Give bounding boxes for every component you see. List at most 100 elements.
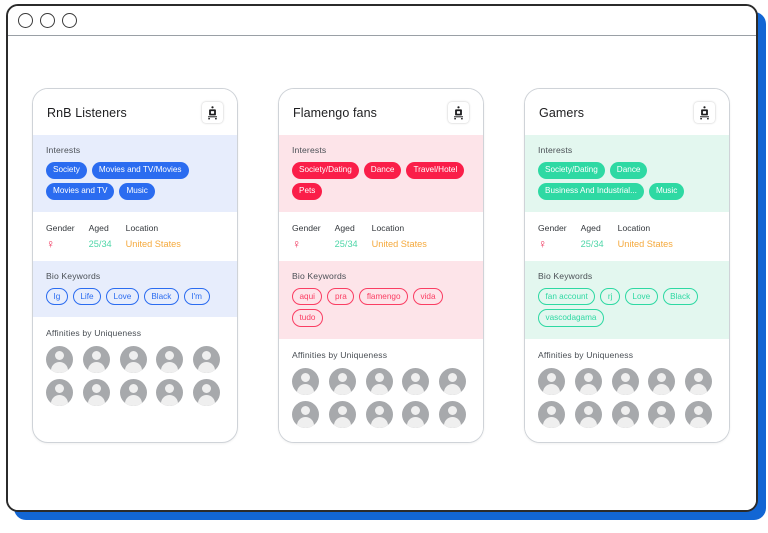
aged-value: 25/34 [580, 238, 604, 249]
bio-keyword-chip[interactable]: Black [143, 287, 179, 306]
bio-keyword-chip[interactable]: Love [106, 287, 139, 306]
maximize-button-icon[interactable] [62, 13, 77, 28]
aged-value: 25/34 [88, 238, 112, 249]
card-header: Flamengo fans [279, 89, 483, 135]
location-label: Location [125, 222, 159, 233]
gender-column: Gender♀ [292, 223, 321, 250]
bio-keyword-chip[interactable]: Black [662, 287, 698, 306]
affinities-label: Affinities by Uniqueness [46, 328, 142, 339]
interests-label: Interests [46, 145, 81, 155]
avatar[interactable] [156, 379, 184, 407]
interest-chip[interactable]: Pets [292, 182, 323, 200]
card-header: RnB Listeners [33, 89, 237, 135]
close-button-icon[interactable] [18, 13, 33, 28]
avatar[interactable] [538, 367, 565, 395]
avatar[interactable] [439, 367, 467, 395]
card-title: Flamengo fans [293, 105, 377, 120]
avatar[interactable] [193, 379, 221, 407]
avatar[interactable] [574, 400, 602, 428]
avatar[interactable] [193, 346, 221, 374]
interest-chip[interactable]: Travel/Hotel [406, 162, 465, 179]
avatar[interactable] [46, 346, 73, 374]
avatar[interactable] [648, 400, 676, 428]
bio-keyword-chip[interactable]: vida [413, 287, 444, 306]
gender-value: ♀ [46, 236, 55, 251]
interest-chip[interactable]: Dance [609, 162, 648, 179]
bio-keywords-label: Bio Keywords [538, 270, 593, 281]
interest-chip[interactable]: Society/Dating [292, 162, 359, 179]
bio-keyword-chip[interactable]: vascodagama [538, 309, 604, 327]
avatar[interactable] [538, 400, 565, 428]
avatar[interactable] [328, 367, 356, 395]
affinities-label: Affinities by Uniqueness [292, 349, 388, 360]
avatar[interactable] [119, 346, 147, 374]
avatar[interactable] [119, 379, 147, 407]
affinities-section: Affinities by Uniqueness [525, 338, 729, 442]
bio-keyword-chip[interactable]: Ig [46, 287, 68, 306]
avatar[interactable] [611, 400, 639, 428]
affinities-label: Affinities by Uniqueness [538, 349, 634, 360]
bio-keyword-chip[interactable]: Love [624, 287, 658, 306]
avatar[interactable] [402, 367, 430, 395]
interest-chip[interactable]: Movies and TV [46, 182, 115, 200]
affinities-section: Affinities by Uniqueness [33, 317, 237, 421]
bio-keyword-chip[interactable]: aqui [292, 287, 323, 306]
bio-keyword-chip[interactable]: I'm [183, 287, 210, 306]
avatar[interactable] [292, 367, 319, 395]
bio-keyword-chip[interactable]: rj [600, 287, 620, 306]
avatar[interactable] [611, 367, 639, 395]
card-title: Gamers [539, 105, 585, 120]
card-title: RnB Listeners [47, 105, 127, 120]
avatar[interactable] [648, 367, 676, 395]
avatar[interactable] [365, 367, 393, 395]
bio-keyword-chip[interactable]: tudo [292, 309, 323, 327]
affinity-avatar-grid [292, 367, 470, 428]
interest-chip[interactable]: Dance [363, 162, 402, 179]
interest-chip[interactable]: Movies and TV/Movies [91, 162, 189, 179]
avatar[interactable] [685, 400, 713, 428]
location-label: Location [617, 222, 651, 233]
avatar[interactable] [328, 400, 356, 428]
interest-chip[interactable]: Society/Dating [538, 162, 605, 179]
avatar[interactable] [82, 379, 110, 407]
interest-chip[interactable]: Society [46, 162, 87, 179]
gender-column: Gender♀ [46, 223, 75, 251]
bio-keyword-chip[interactable]: fan account [538, 287, 596, 306]
avatar[interactable] [439, 400, 467, 428]
audiense-logo-icon [694, 102, 715, 123]
avatar[interactable] [365, 400, 393, 428]
avatar[interactable] [574, 367, 602, 395]
avatar[interactable] [156, 346, 184, 374]
bio-keyword-chip[interactable]: pra [327, 287, 355, 306]
gender-column: Gender♀ [538, 223, 567, 250]
bio-keywords-label: Bio Keywords [46, 270, 101, 281]
avatar[interactable] [292, 400, 319, 428]
interest-chip[interactable]: Music [119, 182, 155, 200]
interest-chip[interactable]: Business And Industrial... [538, 182, 644, 200]
avatar[interactable] [402, 400, 430, 428]
bio-keyword-chip[interactable]: flamengo [359, 287, 409, 306]
aged-label: Aged [334, 222, 355, 233]
minimize-button-icon[interactable] [40, 13, 55, 28]
avatar[interactable] [46, 379, 73, 407]
bio-keyword-chip[interactable]: Life [72, 287, 102, 306]
avatar[interactable] [685, 367, 713, 395]
interest-chip[interactable]: Music [648, 182, 685, 200]
avatar[interactable] [82, 346, 110, 374]
